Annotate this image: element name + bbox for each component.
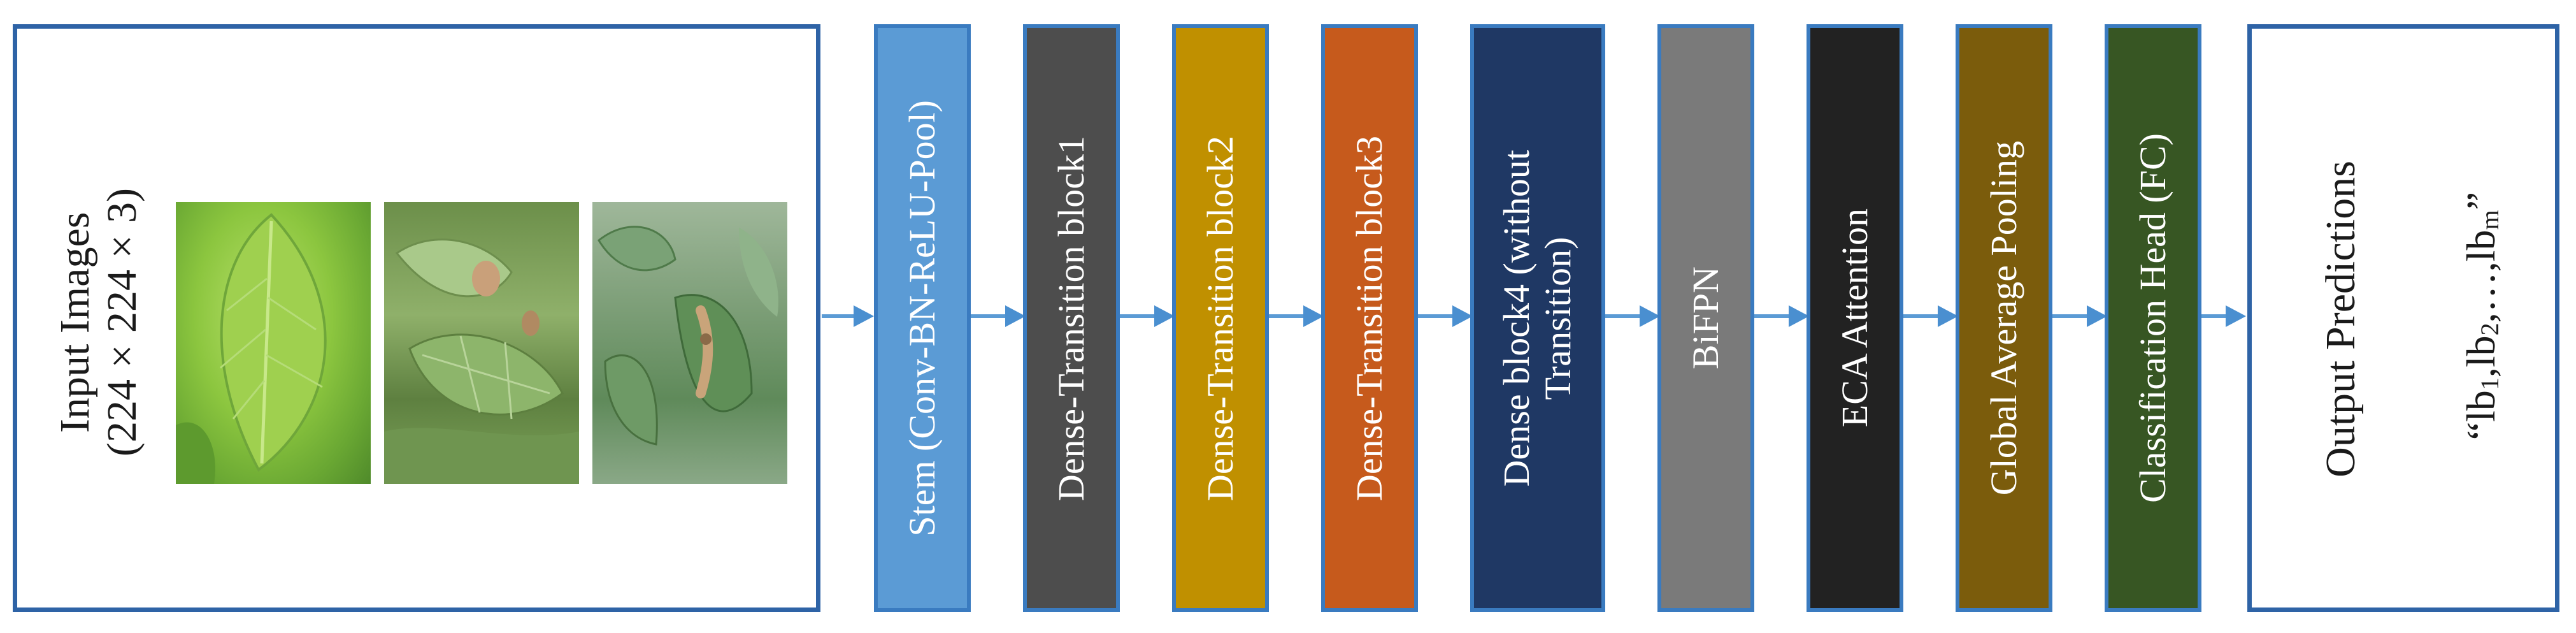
lb-sub-1: 1 (2475, 377, 2504, 391)
block-global-average-pooling: Global Average Pooling (1956, 24, 2052, 612)
block-dense-transition-3: Dense-Transition block3 (1321, 24, 1418, 612)
lb-1: lb (2458, 390, 2503, 423)
output-predictions: “lb1,lb2,…,lbm” (2446, 119, 2516, 514)
arrow-block2-to-block3 (1269, 305, 1324, 327)
arrow-input-to-stem (822, 305, 874, 327)
lb-sub-2: 2 (2475, 323, 2504, 336)
input-title: Input Images (52, 211, 99, 433)
block-eca-attention-label: ECA Attention (1833, 208, 1875, 428)
block-eca-attention: ECA Attention (1807, 24, 1903, 612)
block-dense-4-label: Dense block4 (without Transition) (1496, 150, 1579, 486)
input-panel: Input Images (224×224×3) (13, 24, 820, 612)
output-predictions-text: “lb1,lb2,…,lbm” (2458, 192, 2505, 440)
block-stem-label: Stem (Conv-BN-ReLU-Pool) (901, 99, 943, 537)
block-stem: Stem (Conv-BN-ReLU-Pool) (874, 24, 971, 612)
output-title-box: Output Predictions (2306, 115, 2376, 523)
output-title: Output Predictions (2317, 160, 2365, 477)
block-bifpn: BiFPN (1657, 24, 1754, 612)
arrow-stem-to-block1 (971, 305, 1026, 327)
block-dense-4-label-line1: Dense block4 (without (1496, 149, 1538, 487)
lb-2: lb (2458, 335, 2503, 368)
block-global-average-pooling-label: Global Average Pooling (1982, 140, 2024, 496)
lb-sub-m: m (2475, 210, 2504, 230)
ellipsis: ,…, (2458, 261, 2503, 323)
block-dense-transition-2-label: Dense-Transition block2 (1199, 135, 1241, 501)
arrow-block3-to-block4 (1418, 305, 1473, 327)
block-classification-head: Classification Head (FC) (2105, 24, 2201, 612)
output-panel (2247, 24, 2559, 612)
quote-open: “ (2458, 422, 2503, 440)
input-label: Input Images (224×224×3) (35, 143, 162, 500)
block-classification-head-label: Classification Head (FC) (2131, 133, 2173, 503)
block-dense-4: Dense block4 (without Transition) (1470, 24, 1605, 612)
input-size: (224×224×3) (99, 187, 145, 456)
block-dense-transition-3-label: Dense-Transition block3 (1348, 135, 1390, 501)
sep-1: , (2458, 367, 2503, 378)
arrow-eca-to-gap (1903, 305, 1958, 327)
leaf-image-1 (176, 202, 371, 484)
block-bifpn-label: BiFPN (1684, 266, 1726, 370)
block-dense-transition-1-label: Dense-Transition block1 (1050, 135, 1092, 501)
block-dense-transition-2: Dense-Transition block2 (1172, 24, 1269, 612)
lb-m: lb (2458, 229, 2503, 262)
leaf-image-3 (592, 202, 787, 484)
quote-close: ” (2458, 192, 2503, 210)
arrow-block1-to-block2 (1120, 305, 1175, 327)
arrow-gap-to-head (2052, 305, 2107, 327)
arrow-head-to-output (2201, 305, 2246, 327)
leaf-image-2 (384, 202, 579, 484)
block-dense-4-label-line2: Transition) (1537, 236, 1578, 400)
arrow-block4-to-bifpn (1605, 305, 1660, 327)
block-dense-transition-1: Dense-Transition block1 (1023, 24, 1120, 612)
arrow-bifpn-to-eca (1754, 305, 1809, 327)
